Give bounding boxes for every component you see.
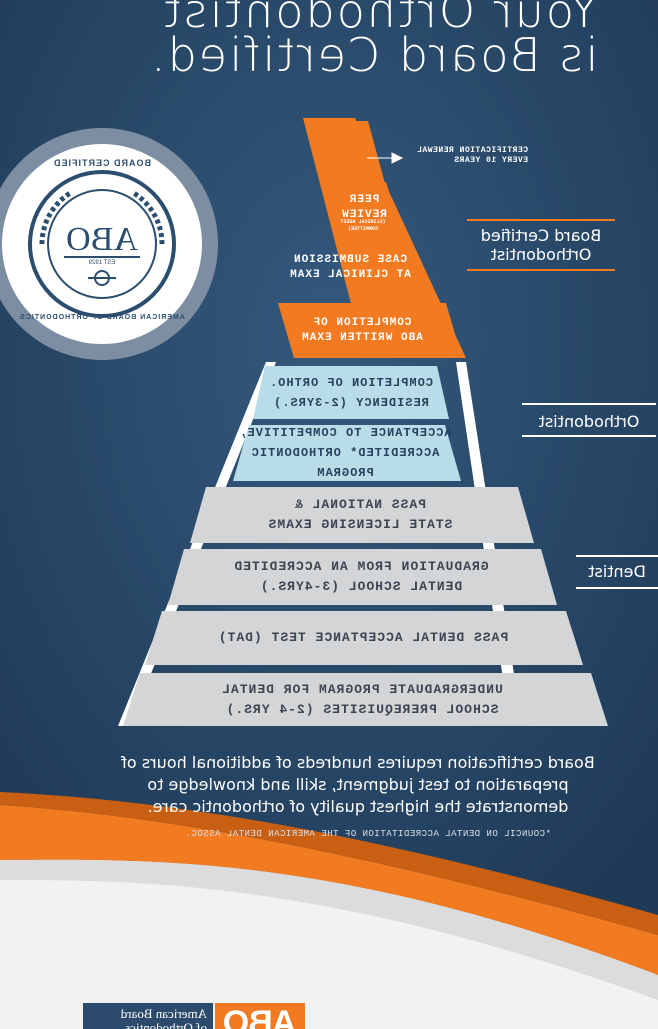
tier-graduation: GRADUATION FROM AN ACCREDITED DENTAL SCH…: [233, 559, 489, 594]
tier-shape-renewal: [346, 121, 384, 180]
tier-shape-undergrad: [123, 673, 608, 726]
tier-residency: COMPLETION OF ORTHO. RESIDENCY (2-3YRS.): [268, 376, 434, 410]
tier-shape-licensing: [190, 487, 534, 543]
tier-case-submission: CASE SUBMISSION AT CLINICAL EXAM: [289, 254, 411, 281]
tier-shape-graduation: [168, 549, 557, 605]
tier-dat: PASS DENTAL ACCEPTANCE TEST (DAT): [217, 630, 509, 645]
tier-written-exam: COMPLETION OF ABO WRITTEN EXAM: [301, 317, 423, 344]
orange-wave: [0, 805, 658, 975]
divider-dentist-bottom: [576, 587, 658, 589]
label-board-certified: Board Certified Orthodontist: [480, 226, 602, 264]
seal-ring-text: AMERICAN BOARD OF ORTHODONTICS: [19, 314, 185, 321]
divider-ortho-top: [522, 403, 656, 405]
tier-acceptance: ACCEPTANCE TO COMPETITIVE, ACCREDITED* O…: [238, 426, 452, 480]
footer-abo-name[interactable]: American Board of Orthodontics: [83, 1003, 213, 1029]
tier-peer-review-sub: (CLINICAL AUDIT COMMITTEE): [340, 219, 386, 232]
tier-shape-acceptance: [233, 425, 461, 481]
tier-undergrad: UNDERGRADUATE PROGRAM FOR DENTAL SCHOOL …: [221, 681, 503, 717]
tier-shape-written: [278, 303, 462, 358]
renewal-arrow-icon: [367, 152, 404, 164]
seal-top-text: BOARD CERTIFIED: [53, 158, 151, 168]
seal-est: EST 1929: [88, 260, 116, 266]
tier-shape-case: [336, 239, 428, 297]
label-dentist: Dentist: [588, 562, 646, 581]
abo-seal: BOARD CERTIFIED AMERICAN BOARD OF ORTHOD…: [0, 128, 218, 360]
footnote: *COUNCIL ON DENTAL ACCREDITATION OF THE …: [185, 829, 551, 839]
tier-licensing: PASS NATIONAL & STATE LICENSING EXAMS: [267, 497, 453, 532]
divider-board-top: [467, 219, 615, 221]
tier-shape-peer: [320, 182, 402, 235]
abo-seal-emblem: [28, 170, 176, 318]
renewal-note: CERTIFICATION RENEWAL EVERY 10 YEARS: [416, 146, 528, 165]
tier-shape-dat: [145, 611, 583, 665]
divider-board-bottom: [467, 269, 615, 271]
footer-abo-logo[interactable]: ABO: [215, 1003, 305, 1029]
summary-text: Board certification requires hundreds of…: [121, 753, 595, 816]
tier-shape-residency: [253, 366, 449, 419]
pyramid-frame-orange: [303, 118, 466, 358]
divider-ortho-bottom: [522, 435, 656, 437]
seal-center-logo: ABO: [66, 221, 138, 258]
label-orthodontist: Orthodontist: [538, 412, 640, 431]
divider-dentist-top: [576, 555, 658, 557]
